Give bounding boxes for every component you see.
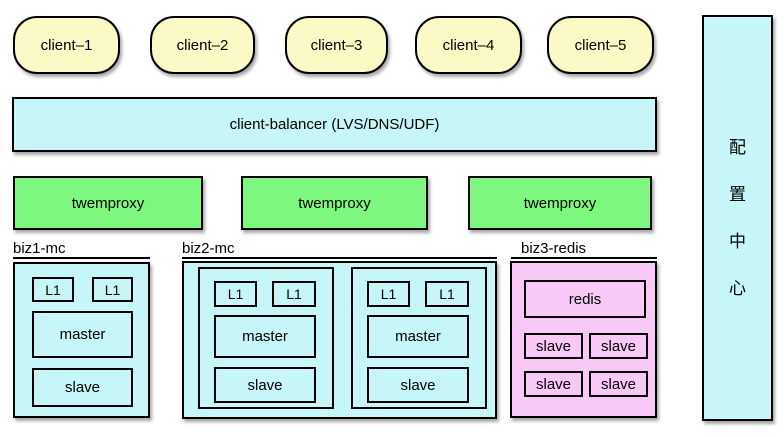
l1-node: L1 xyxy=(367,281,410,307)
client-balancer-node: client-balancer (LVS/DNS/UDF) xyxy=(12,97,657,152)
slave-node: slave xyxy=(524,371,583,397)
slave-node: slave xyxy=(589,333,648,359)
l1-node: L1 xyxy=(425,281,469,307)
l1-node: L1 xyxy=(272,281,316,307)
config-center-char: 心 xyxy=(729,279,746,298)
twemproxy-node-1: twemproxy xyxy=(13,176,203,230)
biz1-mc-group: L1 L1 master slave xyxy=(13,262,150,418)
config-center-char: 配 xyxy=(729,138,746,157)
biz2-shard-group-1: L1 L1 master slave xyxy=(198,267,334,409)
slave-node: slave xyxy=(32,368,133,407)
slave-node: slave xyxy=(214,367,316,403)
master-node: master xyxy=(367,315,469,358)
master-node: master xyxy=(214,315,316,358)
slave-node: slave xyxy=(524,333,583,359)
redis-node: redis xyxy=(524,280,646,318)
config-center-char: 中 xyxy=(729,232,746,251)
client-node-2: client–2 xyxy=(150,16,255,74)
config-center-char: 置 xyxy=(729,185,746,204)
client-node-3: client–3 xyxy=(285,16,388,74)
biz2-mc-label: biz2-mc xyxy=(182,241,497,259)
biz3-redis-group: redis slave slave slave slave xyxy=(510,261,657,418)
slave-node: slave xyxy=(367,367,469,403)
biz2-shard-group-2: L1 L1 master slave xyxy=(351,267,487,409)
client-node-5: client–5 xyxy=(547,16,654,74)
twemproxy-node-3: twemproxy xyxy=(468,176,652,230)
l1-node: L1 xyxy=(32,277,74,302)
biz1-mc-label: biz1-mc xyxy=(13,241,150,259)
biz2-mc-group: L1 L1 master slave L1 L1 master slave xyxy=(182,261,497,419)
client-node-4: client–4 xyxy=(415,16,522,74)
l1-node: L1 xyxy=(214,281,257,307)
twemproxy-node-2: twemproxy xyxy=(241,176,428,230)
client-node-1: client–1 xyxy=(13,16,120,74)
l1-node: L1 xyxy=(92,277,133,302)
master-node: master xyxy=(32,311,133,358)
biz3-redis-label: biz3-redis xyxy=(511,241,657,259)
slave-node: slave xyxy=(589,371,648,397)
config-center-node: 配 置 中 心 xyxy=(702,15,773,421)
